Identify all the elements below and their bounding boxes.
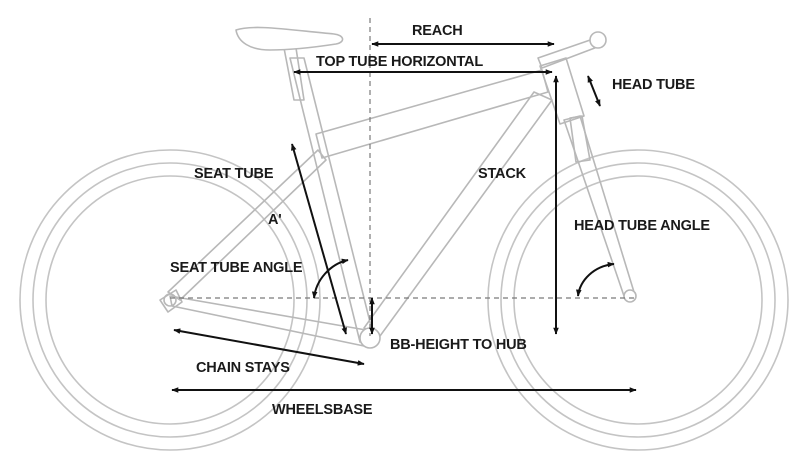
chain-stays-arrow (173, 328, 365, 366)
measurement-arrows (171, 41, 637, 393)
seat-tube-angle-label: SEAT TUBE ANGLE (170, 260, 303, 276)
head-tube-angle-label: HEAD TUBE ANGLE (574, 218, 710, 234)
labels: REACH TOP TUBE HORIZONTAL HEAD TUBE SEAT… (170, 23, 711, 418)
seat-tube-label: SEAT TUBE (194, 166, 274, 182)
seat-tube-arrow (291, 143, 347, 335)
stack-label: STACK (478, 166, 527, 182)
front-wheel (487, 149, 789, 451)
top-tube-horizontal-label: TOP TUBE HORIZONTAL (316, 54, 483, 70)
bike-frame (159, 26, 637, 349)
reach-label: REACH (412, 23, 463, 39)
bb-height-to-hub-label: BB-HEIGHT TO HUB (390, 337, 527, 353)
wheelsbase-label: WHEELSBASE (272, 402, 373, 418)
a-prime-label: A' (268, 212, 282, 228)
head-tube-label: HEAD TUBE (612, 77, 695, 93)
reference-lines (170, 18, 634, 336)
chain-stays-label: CHAIN STAYS (196, 360, 290, 376)
seat-tube-angle-arrow (311, 258, 349, 299)
head-tube-arrow (587, 75, 601, 107)
head-tube-angle-arrow (576, 261, 615, 297)
